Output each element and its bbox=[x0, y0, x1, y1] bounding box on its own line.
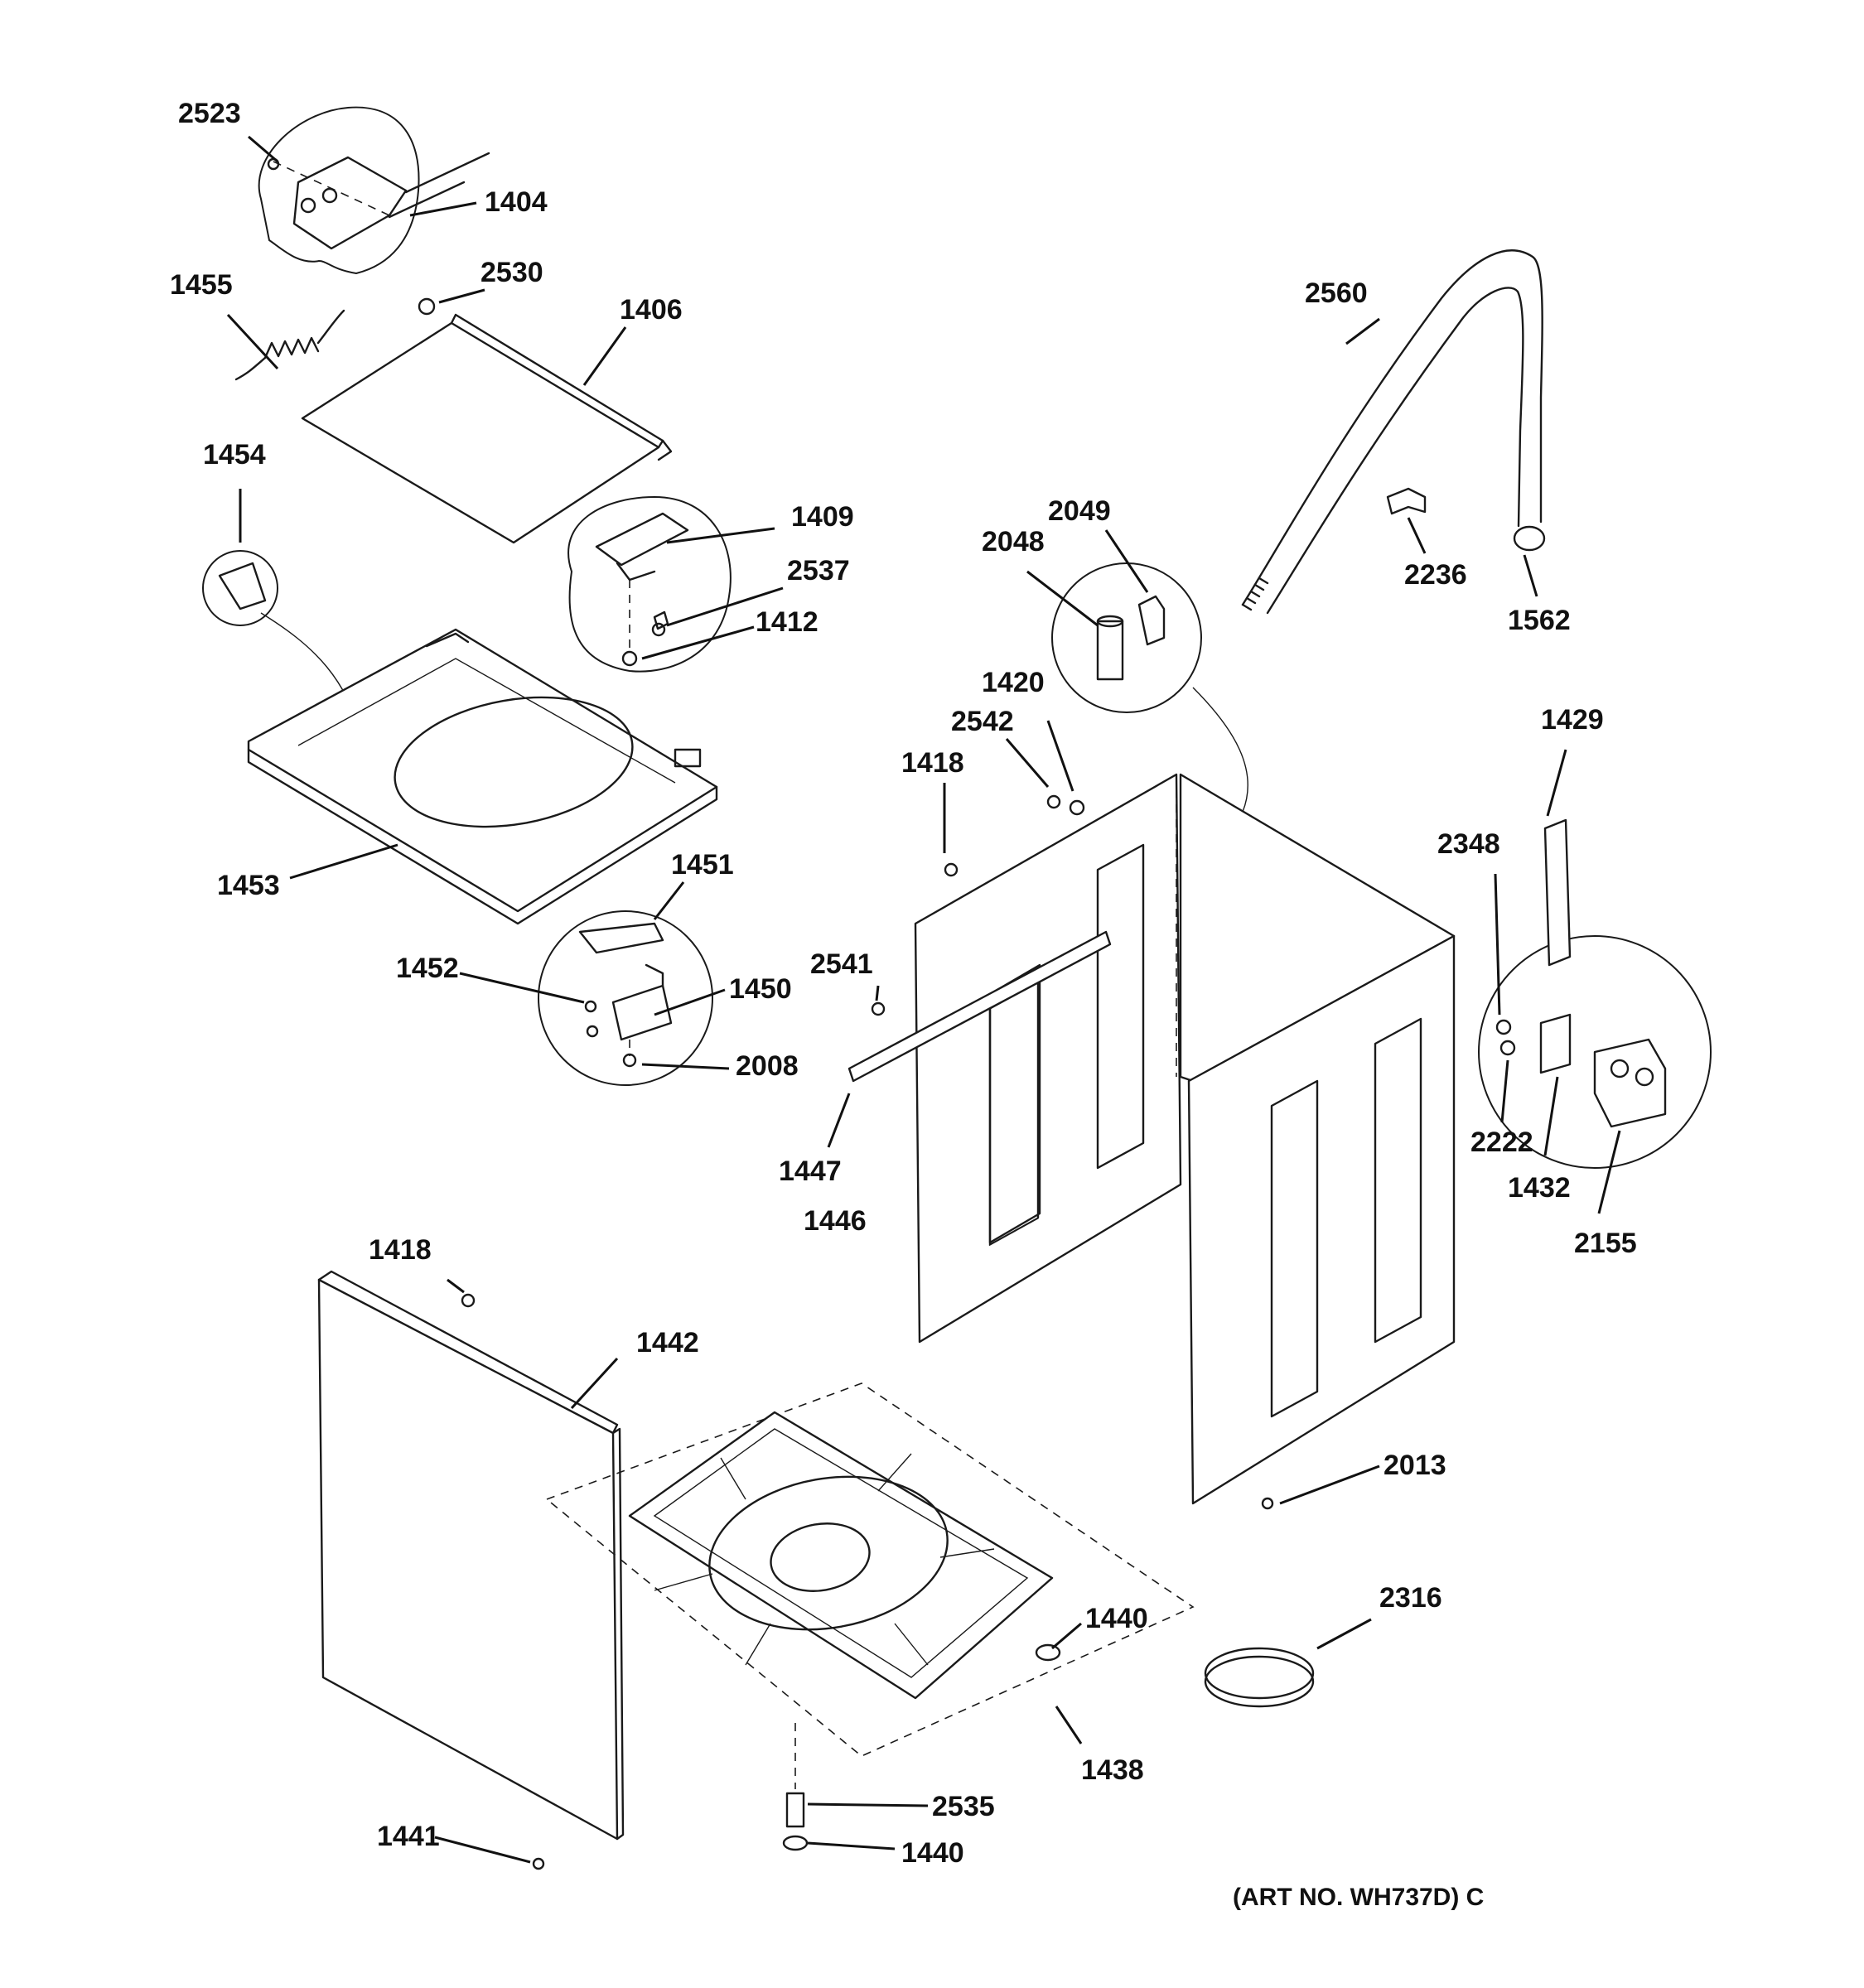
callout-2048: 2048 bbox=[982, 526, 1045, 557]
lid-switch-detail-circle bbox=[538, 910, 713, 1086]
lid-nut bbox=[418, 297, 436, 316]
callout-1429: 1429 bbox=[1541, 704, 1604, 736]
base bbox=[545, 1382, 1195, 1757]
cabinet bbox=[914, 773, 1456, 1505]
lid-spring bbox=[234, 309, 345, 381]
callout-2013: 2013 bbox=[1384, 1450, 1446, 1481]
callout-2316: 2316 bbox=[1379, 1582, 1442, 1614]
callout-2541: 2541 bbox=[810, 948, 873, 980]
callout-1442: 1442 bbox=[636, 1327, 699, 1358]
callout-2236: 2236 bbox=[1404, 559, 1467, 591]
leader-lines bbox=[226, 135, 1621, 1864]
callout-2348: 2348 bbox=[1437, 828, 1500, 860]
leveling-leg bbox=[782, 1723, 809, 1851]
callout-1440-top: 1440 bbox=[1085, 1603, 1148, 1634]
callout-2155: 2155 bbox=[1574, 1228, 1637, 1259]
callout-1440-bottom: 1440 bbox=[901, 1837, 964, 1869]
callout-1455: 1455 bbox=[170, 269, 233, 301]
callout-1412: 1412 bbox=[756, 606, 819, 638]
callout-2523: 2523 bbox=[178, 98, 241, 129]
callout-1418-panel: 1418 bbox=[369, 1234, 432, 1266]
callout-1450: 1450 bbox=[729, 973, 792, 1005]
hinge-detail-circle bbox=[258, 106, 490, 275]
drain-hose bbox=[1241, 249, 1546, 615]
cabinet-rail bbox=[847, 930, 1112, 1083]
side-panel bbox=[317, 1270, 625, 1841]
top-panel bbox=[247, 628, 718, 925]
callout-1418: 1418 bbox=[901, 747, 964, 779]
fastener-detail-circle bbox=[1051, 562, 1248, 813]
callout-2535: 2535 bbox=[932, 1791, 995, 1822]
callout-1453: 1453 bbox=[217, 870, 280, 901]
callout-2530: 2530 bbox=[480, 257, 543, 288]
callout-1420: 1420 bbox=[982, 667, 1045, 698]
callout-labels: 2523 1404 1455 2530 1406 1454 1409 2537 … bbox=[170, 98, 1637, 1869]
hose-clip bbox=[1386, 487, 1427, 515]
callout-1438: 1438 bbox=[1081, 1754, 1144, 1786]
callout-1446: 1446 bbox=[804, 1205, 867, 1237]
callout-1441: 1441 bbox=[377, 1821, 440, 1852]
callout-1406: 1406 bbox=[620, 294, 683, 326]
callout-2542: 2542 bbox=[951, 706, 1014, 737]
callout-1404: 1404 bbox=[485, 186, 548, 218]
lid-hinge-detail-circle bbox=[567, 495, 732, 673]
callout-1432: 1432 bbox=[1508, 1172, 1571, 1204]
callout-2560: 2560 bbox=[1305, 277, 1368, 309]
callout-2222: 2222 bbox=[1470, 1127, 1533, 1158]
lid bbox=[301, 313, 673, 544]
foot-pad bbox=[1035, 1643, 1061, 1662]
callout-1562: 1562 bbox=[1508, 605, 1571, 636]
callout-2008: 2008 bbox=[736, 1050, 799, 1082]
art-number: (ART NO. WH737D) C bbox=[1233, 1884, 1484, 1911]
tub-ring bbox=[1204, 1647, 1315, 1708]
screws bbox=[461, 622, 1274, 1870]
callout-1451: 1451 bbox=[671, 849, 734, 881]
callout-1409: 1409 bbox=[791, 501, 854, 533]
callout-2049: 2049 bbox=[1048, 495, 1111, 527]
valve-detail-circle bbox=[1478, 818, 1712, 1169]
callout-1454: 1454 bbox=[203, 439, 266, 470]
callout-1447: 1447 bbox=[779, 1156, 842, 1187]
callout-1452: 1452 bbox=[396, 953, 459, 984]
callout-2537: 2537 bbox=[787, 555, 850, 586]
